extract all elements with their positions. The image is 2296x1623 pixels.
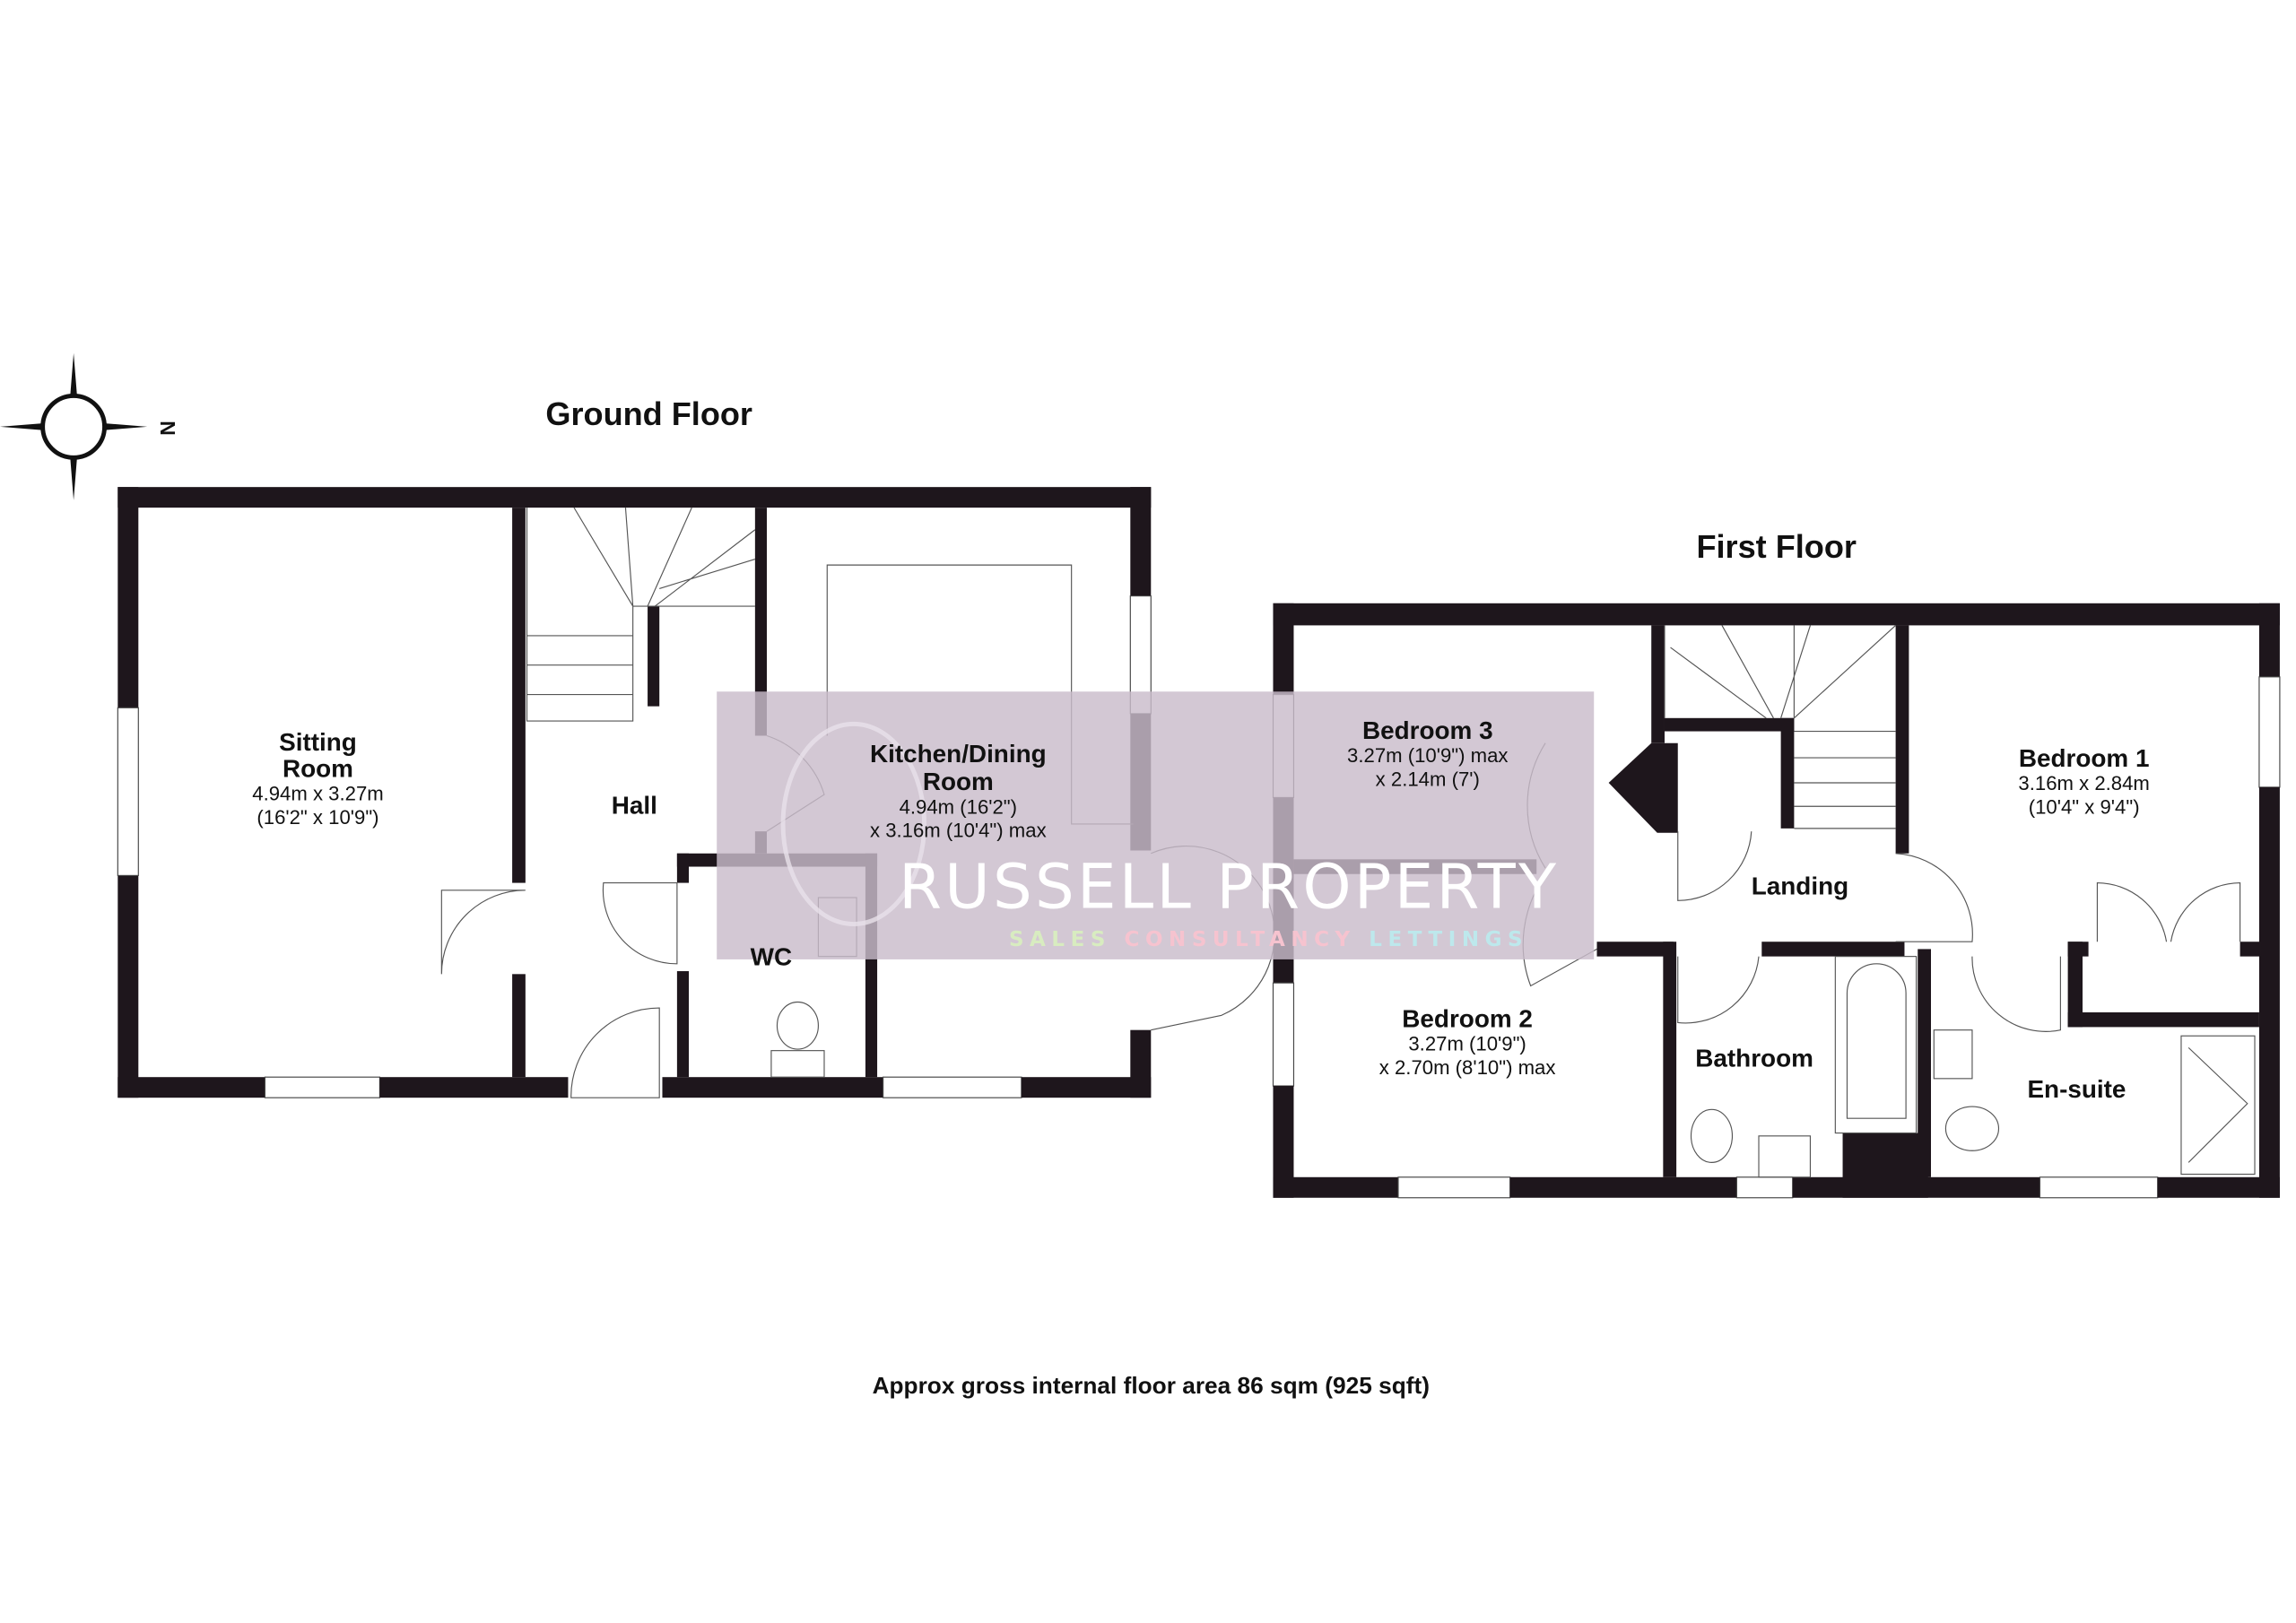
room-en-suite: En-suite bbox=[2027, 1075, 2126, 1103]
svg-text:(10'4" x 9'4"): (10'4" x 9'4") bbox=[2029, 795, 2140, 818]
svg-text:Room: Room bbox=[923, 768, 994, 795]
room-kitchen-dining: Kitchen/Dining Room 4.94m (16'2") x 3.16… bbox=[870, 740, 1047, 842]
room-hall: Hall bbox=[612, 791, 657, 819]
svg-text:4.94m (16'2"): 4.94m (16'2") bbox=[900, 795, 1017, 818]
watermark-wordmark: RUSSELL PROPERTY bbox=[899, 851, 1559, 923]
room-bedroom-2: Bedroom 2 3.27m (10'9") x 2.70m (8'10") … bbox=[1379, 1004, 1556, 1079]
svg-text:Bedroom 1: Bedroom 1 bbox=[2019, 744, 2150, 772]
svg-text:x 3.16m (10'4") max: x 3.16m (10'4") max bbox=[870, 820, 1047, 842]
svg-text:Bedroom 3: Bedroom 3 bbox=[1362, 716, 1493, 744]
compass-north-icon: N bbox=[0, 352, 179, 500]
svg-text:(16'2" x 10'9"): (16'2" x 10'9") bbox=[257, 806, 378, 829]
room-landing: Landing bbox=[1752, 872, 1848, 900]
svg-text:Bedroom 2: Bedroom 2 bbox=[1402, 1004, 1533, 1032]
svg-text:Sitting: Sitting bbox=[279, 728, 357, 756]
ground-floor-walls bbox=[117, 487, 1152, 1098]
room-bathroom: Bathroom bbox=[1695, 1045, 1813, 1072]
first-floor-title: First Floor bbox=[1696, 528, 1856, 565]
svg-text:4.94m x 3.27m: 4.94m x 3.27m bbox=[252, 783, 383, 805]
room-bedroom-3: Bedroom 3 3.27m (10'9") max x 2.14m (7') bbox=[1347, 716, 1508, 791]
ground-floor-title: Ground Floor bbox=[545, 395, 752, 432]
svg-text:Kitchen/Dining: Kitchen/Dining bbox=[870, 740, 1047, 768]
svg-text:x 2.14m (7'): x 2.14m (7') bbox=[1376, 768, 1480, 790]
compass-label: N bbox=[156, 421, 179, 436]
svg-text:x 2.70m (8'10") max: x 2.70m (8'10") max bbox=[1379, 1056, 1556, 1079]
room-sitting-room: Sitting Room 4.94m x 3.27m (16'2" x 10'9… bbox=[252, 728, 383, 829]
first-floor-walls bbox=[1272, 603, 2281, 1199]
svg-text:3.27m (10'9") max: 3.27m (10'9") max bbox=[1347, 744, 1508, 767]
svg-text:3.27m (10'9"): 3.27m (10'9") bbox=[1408, 1033, 1526, 1055]
room-wc: WC bbox=[751, 942, 792, 970]
watermark-logo: RUSSELL PROPERTY SALES CONSULTANCY LETTI… bbox=[717, 691, 1595, 959]
floor-area-note: Approx gross internal floor area 86 sqm … bbox=[873, 1372, 1430, 1399]
first-floor-fixtures bbox=[1522, 624, 2256, 1178]
svg-text:Room: Room bbox=[283, 754, 353, 782]
watermark-tagline: SALES CONSULTANCY LETTINGS bbox=[1009, 928, 1528, 951]
svg-text:3.16m x 2.84m: 3.16m x 2.84m bbox=[2018, 772, 2149, 794]
room-bedroom-1: Bedroom 1 3.16m x 2.84m (10'4" x 9'4") bbox=[2018, 744, 2149, 819]
